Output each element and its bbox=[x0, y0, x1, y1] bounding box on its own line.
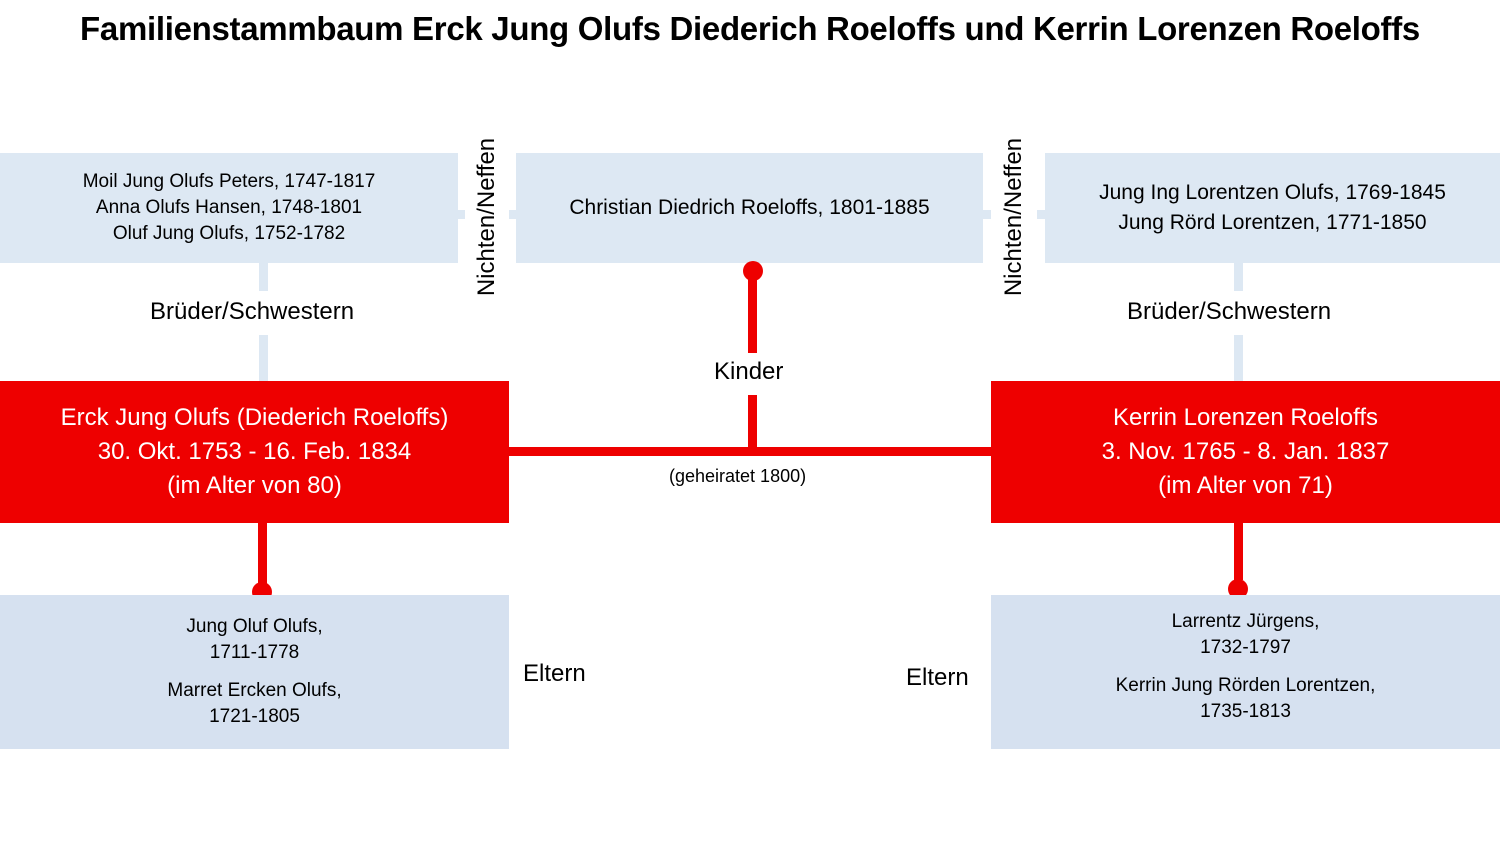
husband-age: (im Alter von 80) bbox=[167, 472, 342, 499]
parents-label-right: Eltern bbox=[906, 664, 969, 691]
married-label: (geheiratet 1800) bbox=[669, 466, 807, 486]
child-entry: Christian Diedrich Roeloffs, 1801-1885 bbox=[569, 196, 930, 219]
siblings-label-left: Brüder/Schwestern bbox=[150, 298, 355, 325]
sibling-entry: Jung Rörd Lorentzen, 1771-1850 bbox=[1118, 211, 1427, 234]
sibling-entry: Moil Jung Olufs Peters, 1747-1817 bbox=[82, 171, 376, 192]
marriage-line bbox=[508, 447, 992, 456]
nieces-nephews-label-right: Nichten/Neffen bbox=[1000, 137, 1027, 297]
children-label: Kinder bbox=[714, 358, 784, 385]
parent-years: 1732-1797 bbox=[1200, 637, 1291, 658]
husband-name: Erck Jung Olufs (Diederich Roeloffs) bbox=[60, 404, 449, 431]
left-parents-box: Jung Oluf Olufs, 1711-1778 Marret Ercken… bbox=[0, 595, 509, 749]
sibling-entry: Oluf Jung Olufs, 1752-1782 bbox=[112, 223, 346, 244]
parent-years: 1711-1778 bbox=[209, 642, 300, 663]
connector-siblings-right-top bbox=[1234, 263, 1243, 291]
page-title: Familienstammbaum Erck Jung Olufs Dieder… bbox=[80, 10, 1420, 47]
right-parents-box: Larrentz Jürgens, 1732-1797 Kerrin Jung … bbox=[991, 595, 1500, 749]
parent-name: Jung Oluf Olufs, bbox=[186, 616, 323, 637]
connector-siblings-left-top bbox=[259, 263, 268, 291]
nieces-nephews-label-left: Nichten/Neffen bbox=[473, 137, 500, 297]
parent-name: Marret Ercken Olufs, bbox=[167, 680, 342, 701]
children-connector-top bbox=[748, 271, 757, 353]
wife-box: Kerrin Lorenzen Roeloffs 3. Nov. 1765 - … bbox=[991, 381, 1500, 523]
parents-label-left: Eltern bbox=[523, 660, 586, 687]
connector-nieces-right-b bbox=[1037, 210, 1046, 219]
connector-siblings-right-bottom bbox=[1234, 335, 1243, 381]
children-box: Christian Diedrich Roeloffs, 1801-1885 bbox=[516, 153, 983, 263]
left-siblings-box: Moil Jung Olufs Peters, 1747-1817 Anna O… bbox=[0, 153, 458, 263]
parent-years: 1721-1805 bbox=[209, 706, 300, 727]
wife-age: (im Alter von 71) bbox=[1158, 472, 1333, 499]
husband-dates: 30. Okt. 1753 - 16. Feb. 1834 bbox=[97, 438, 412, 465]
parent-name: Larrentz Jürgens, bbox=[1171, 611, 1320, 632]
connector-siblings-left-bottom bbox=[259, 335, 268, 381]
connector-nieces-left-b bbox=[509, 210, 517, 219]
sibling-entry: Anna Olufs Hansen, 1748-1801 bbox=[95, 197, 363, 218]
children-connector-bottom bbox=[748, 395, 757, 453]
wife-name: Kerrin Lorenzen Roeloffs bbox=[1112, 404, 1379, 431]
wife-dates: 3. Nov. 1765 - 8. Jan. 1837 bbox=[1101, 438, 1390, 465]
parents-connector-right bbox=[1234, 522, 1243, 580]
parent-name: Kerrin Jung Rörden Lorentzen, bbox=[1115, 675, 1376, 696]
parents-connector-left bbox=[258, 522, 267, 584]
right-siblings-box: Jung Ing Lorentzen Olufs, 1769-1845 Jung… bbox=[1045, 153, 1500, 263]
sibling-entry: Jung Ing Lorentzen Olufs, 1769-1845 bbox=[1099, 181, 1446, 204]
connector-nieces-right-a bbox=[983, 210, 991, 219]
husband-box: Erck Jung Olufs (Diederich Roeloffs) 30.… bbox=[0, 381, 509, 523]
connector-nieces-left-a bbox=[457, 210, 465, 219]
siblings-label-right: Brüder/Schwestern bbox=[1127, 298, 1332, 325]
parent-years: 1735-1813 bbox=[1200, 701, 1291, 722]
parents-connector-dot-right bbox=[1228, 579, 1248, 599]
